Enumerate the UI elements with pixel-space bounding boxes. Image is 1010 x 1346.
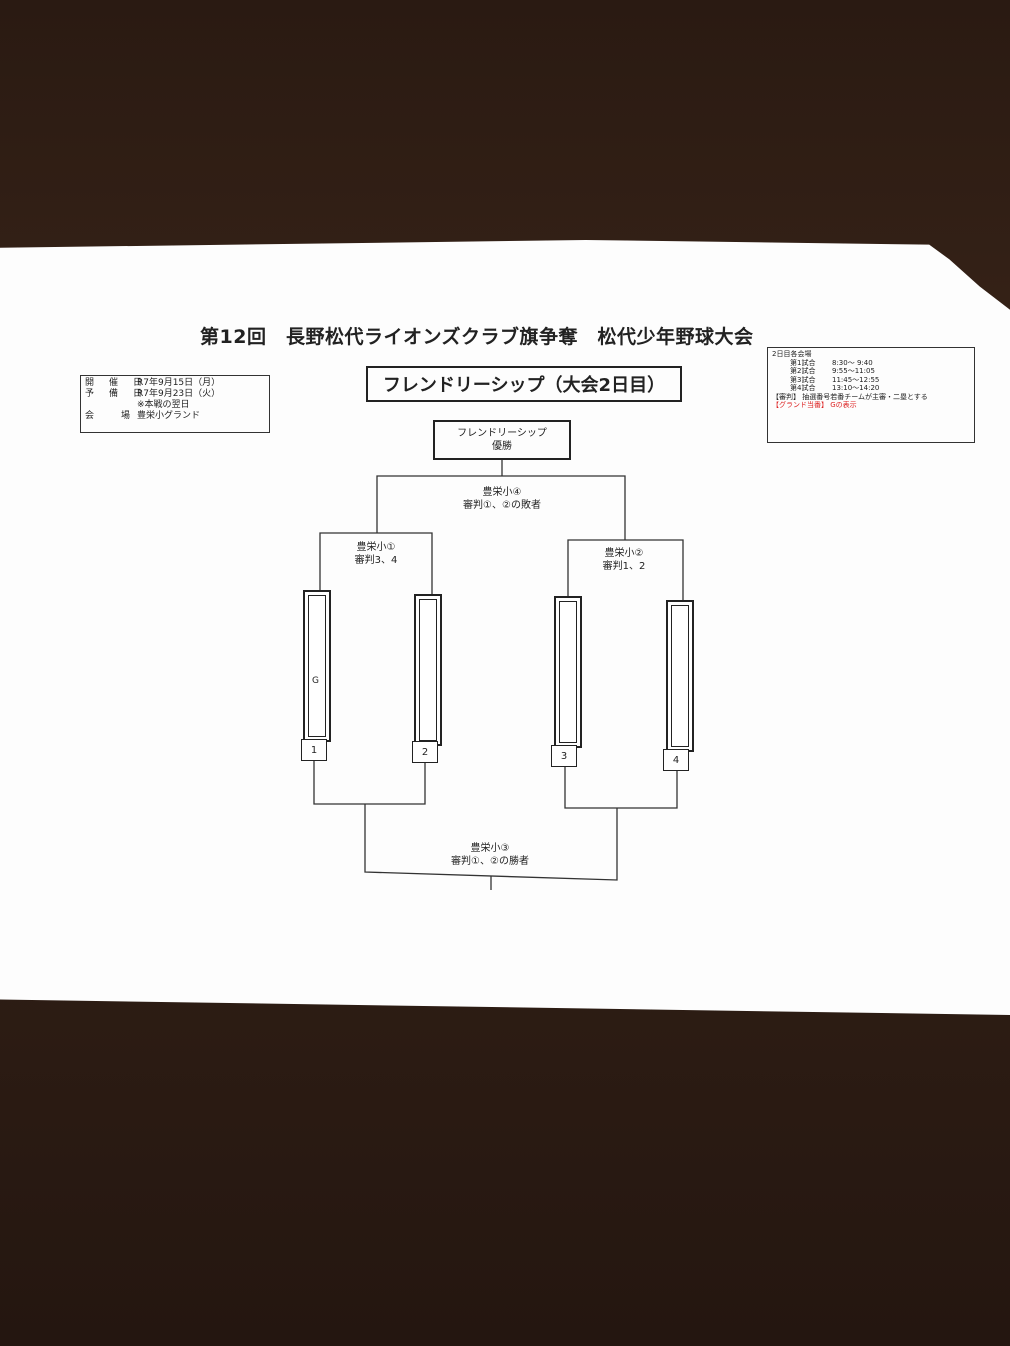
semi-left-venue: 豊栄小① (356, 542, 396, 553)
team-slot (414, 594, 442, 746)
final-umpire: 審判①、②の敗者 (463, 500, 541, 511)
game-time: 11:45～12:55 (832, 375, 880, 384)
third-place-label: 豊栄小③ 審判①、②の勝者 (430, 842, 550, 868)
game-name: 第2試合 (790, 367, 816, 375)
slot-number: 2 (412, 741, 438, 763)
event-info-box: 開 催 日 R7年9月15日（月） 予 備 日 R7年9月23日（火） ※本戦の… (80, 375, 270, 433)
document-title: 第12回 長野松代ライオンズクラブ旗争奪 松代少年野球大会 (200, 326, 754, 348)
game-time: 13:10～14:20 (832, 384, 880, 392)
semi-right-umpire: 審判1、2 (602, 561, 646, 572)
paper-sheet (0, 240, 1010, 1015)
ground-note: 【グランド当番】 Gの表示 (772, 401, 857, 409)
info-venue-row: 会 場 豊栄小グランド (85, 411, 265, 422)
semi-left-umpire: 審判3、4 (354, 555, 398, 566)
bottom-left-line (313, 760, 426, 805)
final-venue: 豊栄小④ (482, 487, 522, 498)
game-time: 9:55～11:05 (832, 367, 875, 375)
semi-right-label: 豊栄小② 審判1、2 (566, 547, 682, 573)
slot-number: 1 (301, 739, 327, 761)
game-time: 8:30～ 9:40 (832, 358, 873, 367)
champion-box: フレンドリーシップ 優勝 (433, 420, 571, 460)
info-reserve-label: 予 備 日 (85, 389, 146, 399)
bottom-right-line (564, 766, 678, 809)
info-held-row: 開 催 日 R7年9月15日（月） (85, 378, 265, 389)
schedule-row: 第2試合 9:55～11:05 (772, 367, 970, 376)
schedule-row: 第4試合 13:10～14:20 (772, 384, 970, 393)
schedule-row: 第1試合 8:30～ 9:40 (772, 359, 970, 368)
team-slot (554, 596, 582, 748)
semi-left-label: 豊栄小① 審判3、4 (318, 541, 434, 567)
final-bracket-line (376, 475, 626, 540)
info-held-label: 開 催 日 (85, 378, 146, 388)
third-umpire: 審判①、②の勝者 (451, 856, 529, 867)
info-held-value: R7年9月15日（月） (137, 378, 221, 388)
champion-line2: 優勝 (492, 441, 512, 452)
schedule-box: 2日目各会場 第1試合 8:30～ 9:40 第2試合 9:55～11:05 第… (767, 347, 975, 443)
team-slot (666, 600, 694, 752)
subtitle-text: フレンドリーシップ（大会2日目） (382, 375, 666, 396)
info-reserve-row: 予 備 日 R7年9月23日（火） (85, 389, 265, 400)
game-name: 第1試合 (790, 358, 816, 367)
game-name: 第4試合 (790, 384, 816, 392)
ground-mark: G (312, 676, 319, 686)
info-venue-label: 会 場 (85, 411, 134, 421)
slot-number: 4 (663, 749, 689, 771)
info-reserve-note: ※本戦の翌日 (137, 400, 190, 410)
final-label: 豊栄小④ 審判①、②の敗者 (442, 486, 562, 512)
team-slot (303, 590, 331, 742)
info-reserve-value: R7年9月23日（火） (137, 389, 221, 399)
slot-number: 3 (551, 745, 577, 767)
schedule-heading: 2日目各会場 (772, 350, 812, 358)
subtitle-box: フレンドリーシップ（大会2日目） (366, 366, 682, 402)
third-venue: 豊栄小③ (470, 843, 510, 854)
champion-line1: フレンドリーシップ (457, 428, 547, 439)
info-venue-value: 豊栄小グランド (137, 411, 201, 421)
semi-right-bracket-line (567, 539, 684, 600)
umpire-note: 【審判】 抽選番号若番チームが主審・二塁とする (772, 392, 928, 401)
semi-left-bracket-line (319, 532, 433, 594)
schedule-row: 第3試合 11:45～12:55 (772, 376, 970, 385)
semi-right-venue: 豊栄小② (604, 548, 644, 559)
game-name: 第3試合 (790, 375, 816, 384)
